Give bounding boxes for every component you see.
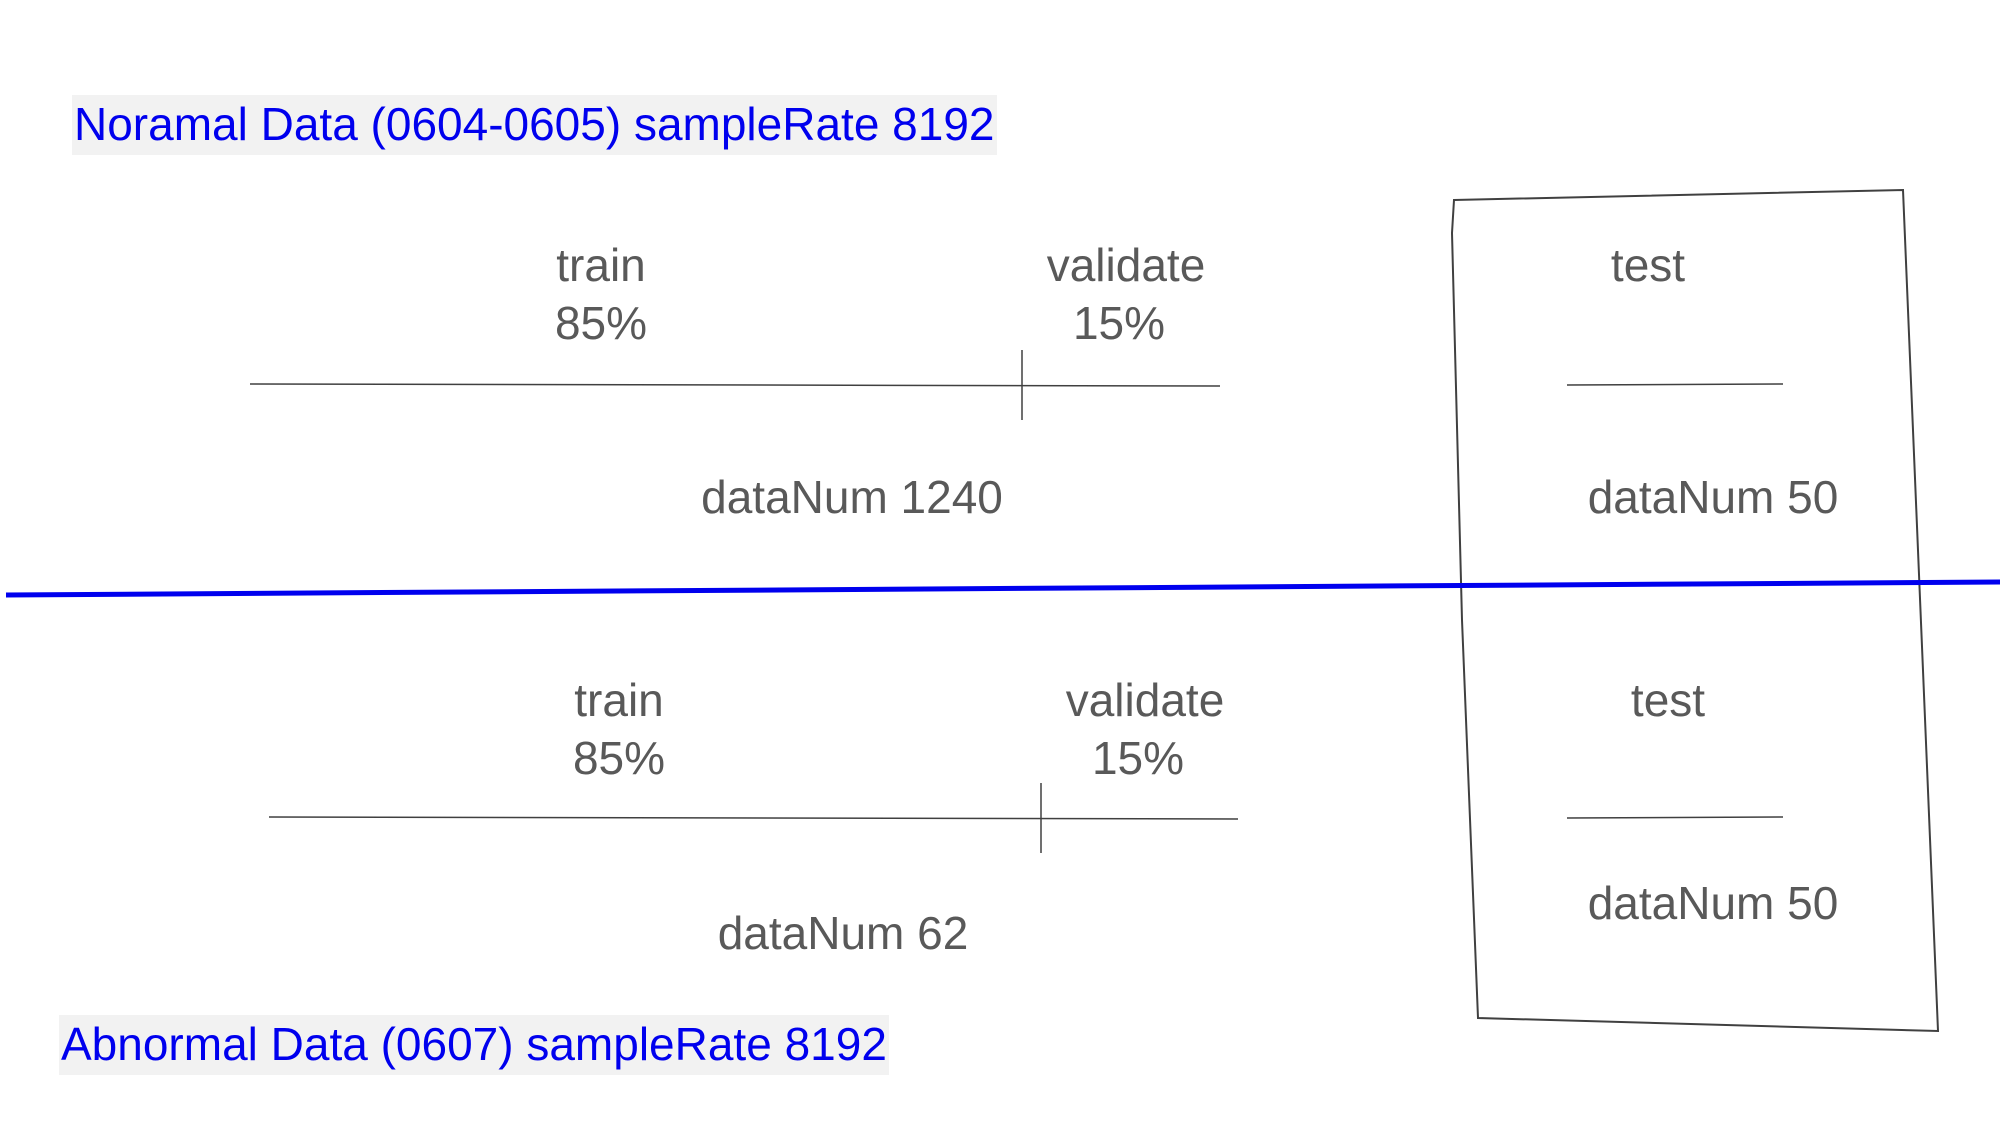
normal-split-line: [249, 383, 1221, 387]
abnormal-train-pct: 85%: [572, 732, 666, 784]
normal-train-pct: 85%: [554, 297, 648, 349]
normal-validate-label: validate: [1046, 239, 1206, 291]
normal-datanum: dataNum 1240: [701, 471, 1003, 523]
section-divider: [5, 579, 2000, 598]
normal-test-line: [1566, 383, 1784, 386]
normal-test-label: test: [1610, 239, 1686, 291]
abnormal-test-datanum: dataNum 50: [1587, 877, 1839, 929]
normal-data-label: Noramal Data (0604-0605) sampleRate 8192: [72, 95, 997, 155]
abnormal-split-line: [268, 816, 1239, 820]
abnormal-datanum: dataNum 62: [717, 907, 969, 959]
normal-validate-pct: 15%: [1072, 297, 1166, 349]
abnormal-test-line: [1566, 816, 1784, 819]
normal-train-label: train: [556, 239, 646, 291]
test-box: [1450, 188, 1940, 1033]
abnormal-data-label: Abnormal Data (0607) sampleRate 8192: [59, 1015, 889, 1075]
abnormal-test-label: test: [1630, 674, 1706, 726]
abnormal-validate-label: validate: [1065, 674, 1225, 726]
normal-test-datanum: dataNum 50: [1587, 471, 1839, 523]
abnormal-train-label: train: [574, 674, 664, 726]
abnormal-validate-pct: 15%: [1091, 732, 1185, 784]
